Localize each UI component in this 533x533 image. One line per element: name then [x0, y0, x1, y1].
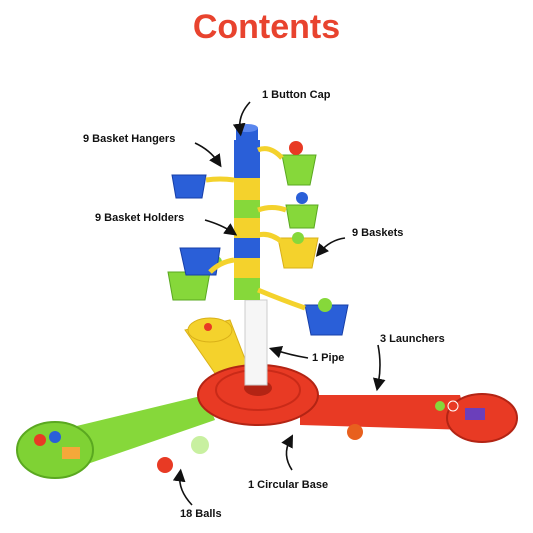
- label-circular-base: 1 Circular Base: [248, 479, 329, 491]
- ball: [157, 457, 173, 473]
- label-basket-hangers: 9 Basket Hangers: [83, 133, 176, 145]
- basket-hangers: [205, 146, 306, 311]
- pipe: [244, 299, 268, 386]
- label-baskets: 9 Baskets: [352, 227, 404, 239]
- baskets: [167, 141, 349, 336]
- pointer-arrows: [172, 101, 386, 506]
- label-basket-holders: 9 Basket Holders: [95, 212, 185, 224]
- red-launcher: [300, 393, 518, 443]
- label-pipe: 1 Pipe: [312, 352, 345, 364]
- label-launchers: 3 Launchers: [380, 333, 445, 345]
- ball: [347, 424, 363, 440]
- tower: [234, 124, 260, 300]
- label-balls: 18 Balls: [180, 508, 222, 520]
- green-launcher: [16, 395, 215, 479]
- ball: [191, 436, 209, 454]
- label-button-cap: 1 Button Cap: [262, 89, 331, 101]
- page-title: Contents: [192, 8, 341, 46]
